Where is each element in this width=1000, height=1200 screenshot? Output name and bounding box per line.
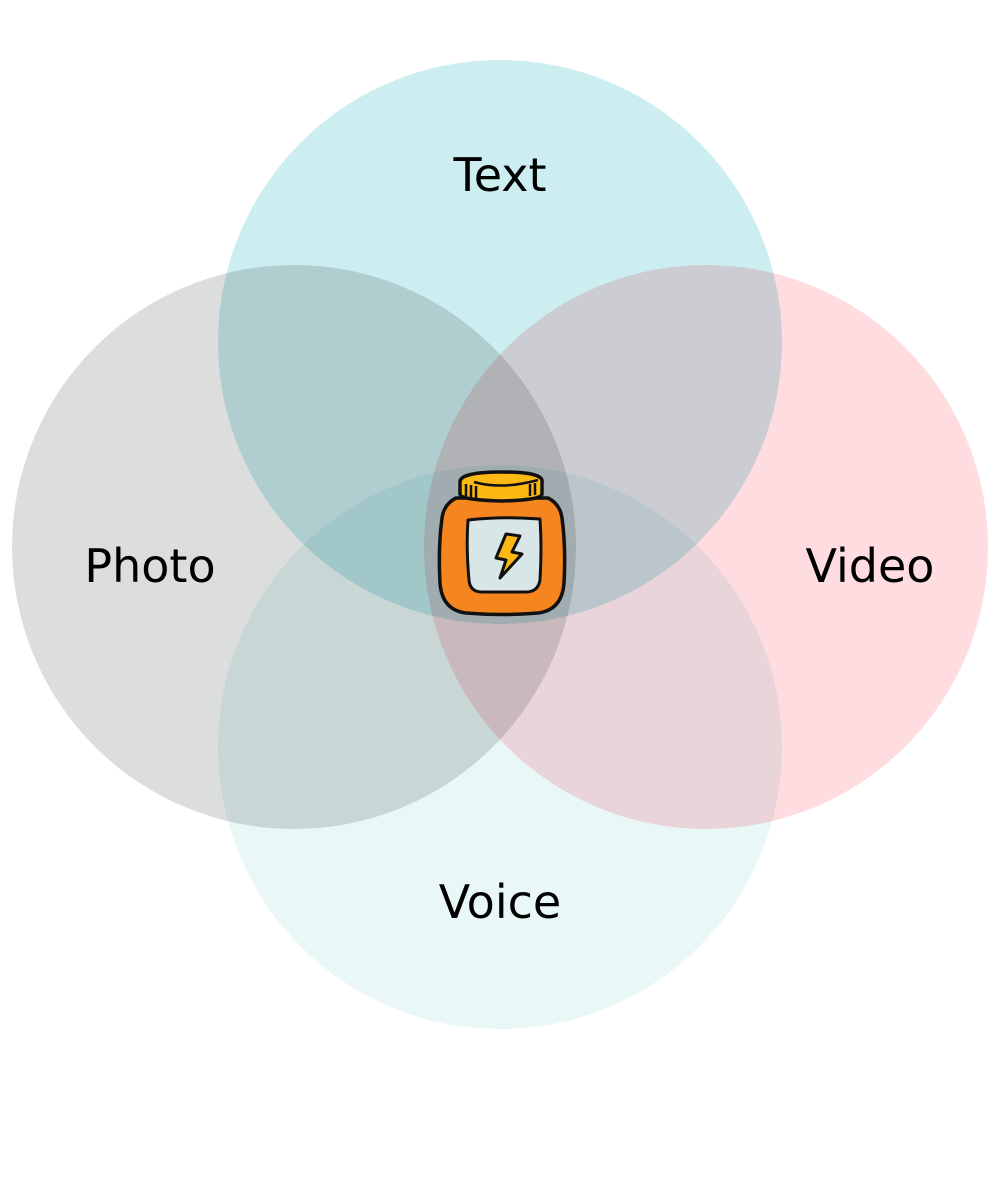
video-label: Video	[805, 539, 935, 593]
photo-label: Photo	[84, 539, 216, 593]
voice-label: Voice	[438, 875, 562, 929]
jar-with-lightning-icon	[437, 470, 567, 617]
text-label: Text	[453, 148, 547, 202]
